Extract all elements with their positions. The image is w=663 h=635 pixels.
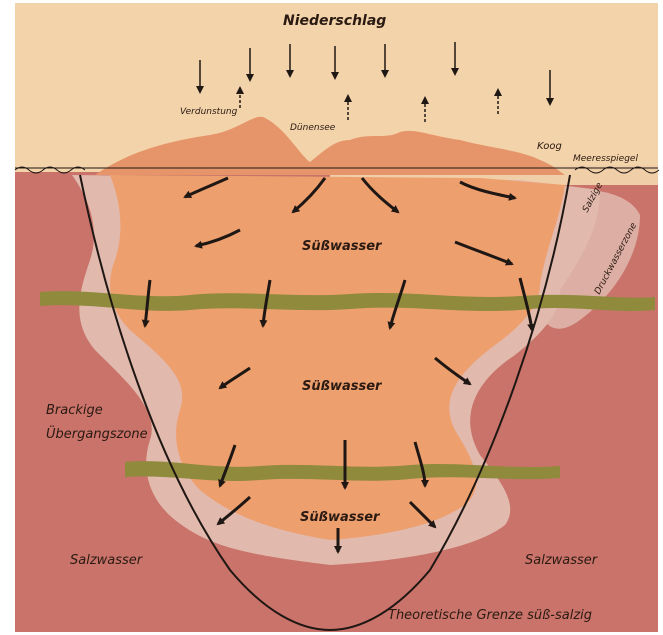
label-theoretische-grenze: Theoretische Grenze süß-salzig [388,609,592,622]
label-suesswasser-upper: Süßwasser [302,240,381,253]
label-meeresspiegel: Meeresspiegel [573,155,638,164]
label-salzwasser-right: Salzwasser [525,554,597,567]
label-suesswasser-middle: Süßwasser [302,380,381,393]
label-verdunstung: Verdunstung [180,108,237,117]
label-uebergangszone: Übergangszone [46,428,148,441]
label-duenensee: Dünensee [290,124,335,133]
label-brackige: Brackige [46,404,103,417]
label-salzwasser-left: Salzwasser [70,554,142,567]
label-niederschlag: Niederschlag [283,14,386,28]
label-suesswasser-lower: Süßwasser [300,511,379,524]
label-koog: Koog [537,142,562,152]
